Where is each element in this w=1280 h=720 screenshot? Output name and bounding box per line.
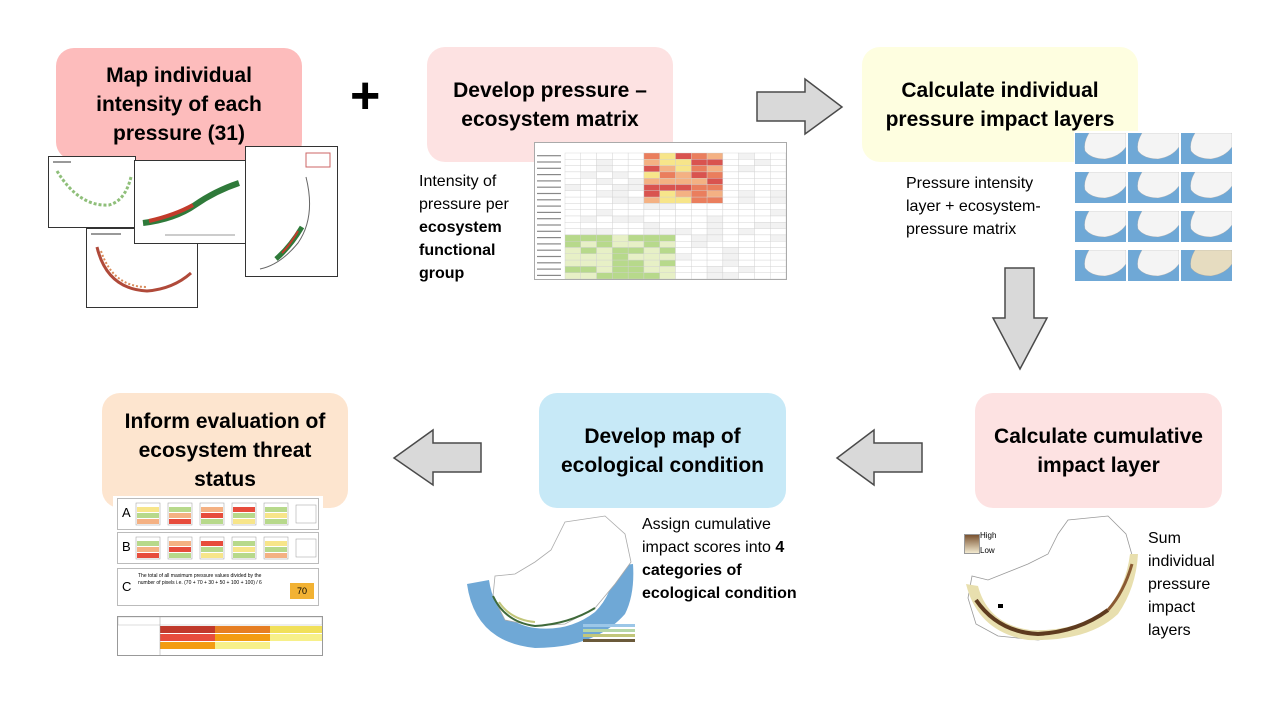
condition-legend	[583, 622, 635, 644]
pressure-layer-tile	[1075, 133, 1126, 164]
arrow-right-icon	[756, 77, 844, 136]
pressure-layer-tile	[1128, 250, 1179, 281]
condition-description-text: Assign cumulative impact scores into	[642, 516, 771, 556]
pressure-layer-tile	[1075, 250, 1126, 281]
matrix-description: Intensity of pressure per ecosystem func…	[419, 170, 529, 285]
pressure-ecosystem-matrix-image	[534, 142, 787, 280]
step-map-intensity: Map individual intensity of each pressur…	[56, 48, 302, 160]
individual-description: Pressure intensity layer + ecosystem-pre…	[906, 172, 1066, 241]
pressure-layer-tile	[1128, 211, 1179, 242]
legend-high-label: High	[980, 531, 997, 540]
row-label-c: C	[122, 579, 132, 594]
row-label-a: A	[122, 505, 131, 520]
step-calc-cumulative-label: Calculate cumulative impact layer	[994, 424, 1203, 477]
arrow-left-icon	[835, 428, 923, 487]
step-condition-map-label: Develop map of ecological condition	[560, 424, 765, 477]
step-condition-map: Develop map of ecological condition	[539, 393, 786, 508]
pressure-layer-tile	[1128, 133, 1179, 164]
matrix-description-bold: ecosystem functional group	[419, 219, 502, 282]
pressure-map-thumbnail	[245, 146, 338, 277]
row-label-b: B	[122, 539, 131, 554]
threat-status-figure: A B C The total of all maximum pressure …	[113, 496, 323, 658]
cumulative-impact-map	[958, 514, 1140, 650]
arrow-down-icon	[991, 267, 1049, 371]
condition-description: Assign cumulative impact scores into 4 c…	[642, 513, 797, 605]
individual-description-text: Pressure intensity layer + ecosystem-pre…	[906, 175, 1041, 238]
pressure-layer-tile	[1181, 133, 1232, 164]
legend-gradient	[964, 534, 980, 554]
pressure-map-thumbnail	[134, 160, 250, 244]
pressure-layer-tile	[1181, 250, 1232, 281]
step-matrix-label: Develop pressure – ecosystem matrix	[453, 78, 647, 131]
ecological-condition-map	[465, 514, 635, 650]
cumulative-description: Sum individual pressure impact layers	[1148, 527, 1233, 642]
condition-description-bold: 4 categories of ecological condition	[642, 539, 797, 602]
pressure-layer-tile	[1128, 172, 1179, 203]
pressure-layer-tile	[1181, 172, 1232, 203]
row-c-value: 70	[290, 583, 314, 599]
step-map-intensity-label: Map individual intensity of each pressur…	[96, 63, 262, 145]
pressure-map-thumbnail	[48, 156, 136, 228]
pressure-layer-tile	[1181, 211, 1232, 242]
step-inform: Inform evaluation of ecosystem threat st…	[102, 393, 348, 508]
arrow-left-icon	[392, 428, 482, 487]
pressure-layer-tile	[1075, 172, 1126, 203]
step-calc-cumulative: Calculate cumulative impact layer	[975, 393, 1222, 508]
matrix-description-text: Intensity of pressure per	[419, 173, 509, 213]
individual-pressure-layers-image	[1074, 131, 1234, 287]
step-calc-individual-label: Calculate individual pressure impact lay…	[885, 78, 1115, 131]
plus-sign: +	[350, 67, 381, 125]
step-inform-label: Inform evaluation of ecosystem threat st…	[124, 410, 326, 491]
cumulative-description-text: Sum individual pressure impact layers	[1148, 530, 1215, 639]
legend-low-label: Low	[980, 546, 995, 555]
row-c-text: The total of all maximum pressure values…	[138, 573, 262, 586]
pressure-layer-tile	[1075, 211, 1126, 242]
